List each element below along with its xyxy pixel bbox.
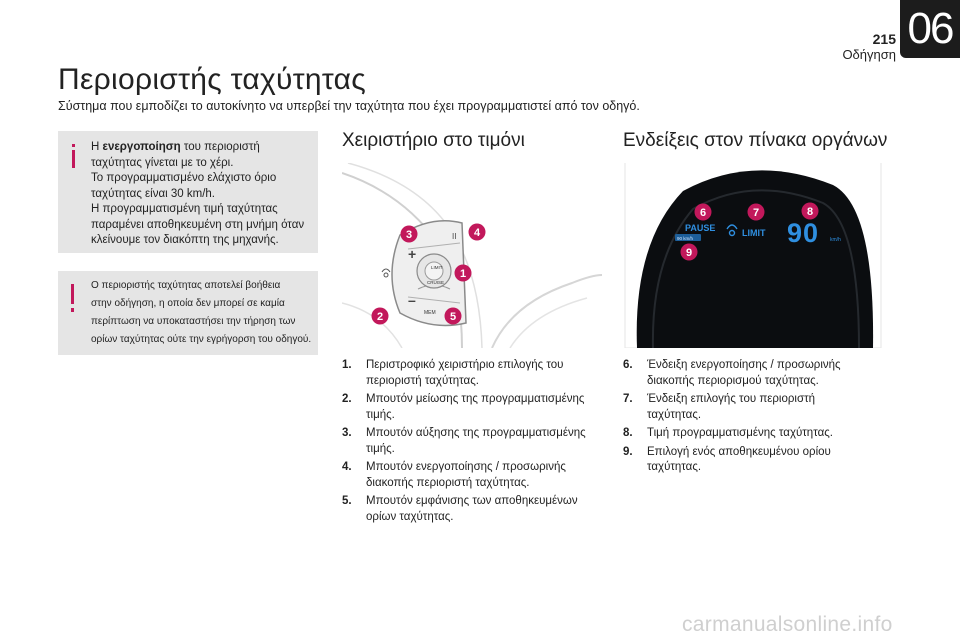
svg-text:5: 5 <box>450 311 456 323</box>
svg-text:6: 6 <box>700 207 706 219</box>
info-icon <box>67 144 79 168</box>
list-item-text: Περιστροφικό χειριστήριο επιλογής του <box>366 359 564 371</box>
info-text-bold: ενεργοποίηση <box>102 141 181 153</box>
plus-label: + <box>408 246 416 262</box>
list-item-number: 8. <box>623 427 633 439</box>
watermark: carmanualsonline.info <box>682 613 893 636</box>
list-item: 5. Μπουτόν εμφάνισης των αποθηκευμένων ο… <box>342 494 612 525</box>
info-box-line: ταχύτητας γίνεται με το χέρι. <box>91 156 234 169</box>
list-item-number: 7. <box>623 393 633 405</box>
list-item: 4. Μπουτόν ενεργοποίησης / προσωρινής δι… <box>342 460 612 491</box>
warning-box-line: Ο περιοριστής ταχύτητας αποτελεί βοήθεια <box>91 280 281 291</box>
callout-8: 8 <box>801 202 819 220</box>
instrument-indicators-list: 6. Ένδειξη ενεργοποίησης / προσωρινής δι… <box>623 358 893 479</box>
callout-9: 9 <box>680 243 698 261</box>
warning-box-line: ορίων ταχύτητας ούτε την εγρήγορση του ο… <box>91 334 312 345</box>
list-item: 2. Μπουτόν μείωσης της προγραμματισμένης… <box>342 392 612 423</box>
instrument-panel-heading: Ενδείξεις στον πίνακα οργάνων <box>623 130 888 151</box>
svg-text:3: 3 <box>406 229 412 241</box>
list-item-number: 4. <box>342 461 352 473</box>
callout-6: 6 <box>694 203 712 221</box>
callout-1: 1 <box>454 264 472 282</box>
speed-value: 90 <box>787 218 819 248</box>
list-item-text: διακοπής περιοριστή ταχύτητας. <box>366 476 530 489</box>
info-text-post: του περιοριστή <box>180 141 260 153</box>
list-item-number: 2. <box>342 393 352 405</box>
list-item-number: 1. <box>342 359 352 371</box>
list-item-text: Μπουτόν ενεργοποίησης / προσωρινής <box>366 461 566 473</box>
svg-text:4: 4 <box>474 227 481 239</box>
warning-box-text: Ο περιοριστής ταχύτητας αποτελεί βοήθεια… <box>91 277 312 349</box>
svg-text:7: 7 <box>753 207 759 219</box>
speed-unit: km/h <box>830 237 841 243</box>
list-item-text: Μπουτόν μείωσης της προγραμματισμένης <box>366 393 585 405</box>
warning-box: Ο περιοριστής ταχύτητας αποτελεί βοήθεια… <box>58 271 318 355</box>
page-subtitle: Σύστημα που εμποδίζει το αυτοκίνητο να υ… <box>58 99 640 113</box>
list-item: 8. Τιμή προγραμματισμένης ταχύτητας. <box>623 426 893 442</box>
svg-text:9: 9 <box>686 247 692 259</box>
list-item-text: Μπουτόν εμφάνισης των αποθηκευμένων <box>366 495 578 507</box>
steering-controls-heading: Χειριστήριο στο τιμόνι <box>342 130 525 151</box>
page-title: Περιοριστής ταχύτητας <box>58 63 367 96</box>
info-text-pre: Η <box>91 141 103 153</box>
steering-controls-list: 1. Περιστροφικό χειριστήριο επιλογής του… <box>342 358 612 528</box>
list-item-text: Ένδειξη ενεργοποίησης / προσωρινής <box>647 359 841 371</box>
minus-label: – <box>408 292 416 308</box>
list-item: 7. Ένδειξη επιλογής του περιοριστή ταχύτ… <box>623 392 893 423</box>
chapter-tab: 06 <box>900 0 960 58</box>
list-item-text: διακοπής περιορισμού ταχύτητας. <box>647 374 819 387</box>
list-item-text: ορίων ταχύτητας. <box>366 510 454 523</box>
list-item-text: ταχύτητας. <box>647 461 702 473</box>
callout-3: 3 <box>400 225 418 243</box>
info-box-line: Η ενεργοποίηση του περιοριστή <box>91 140 310 156</box>
instrument-cluster-illustration: PAUSE 90 km/h LIMIT 90 km/h 6 7 8 9 <box>623 163 883 348</box>
svg-text:2: 2 <box>377 311 383 323</box>
info-box-line: Η προγραμματισμένη τιμή ταχύτητας <box>91 203 278 215</box>
list-item-number: 3. <box>342 427 352 439</box>
list-item-text: ταχύτητας. <box>647 408 702 421</box>
callout-7: 7 <box>747 203 765 221</box>
info-box-line: παραμένει αποθηκευμένη στη μνήμη όταν <box>91 218 305 231</box>
list-item-number: 5. <box>342 495 352 507</box>
steering-wheel-illustration: + – II LIMIT CRUISE MEM 2 3 4 5 1 <box>342 163 602 348</box>
page-number: 215 <box>872 31 896 47</box>
limit-label: LIMIT <box>431 265 443 270</box>
mem-label: MEM <box>424 310 436 316</box>
stored-limit-tag <box>675 234 701 241</box>
callout-5: 5 <box>444 307 462 325</box>
svg-text:8: 8 <box>807 206 813 218</box>
callout-4: 4 <box>468 223 486 241</box>
list-item-number: 9. <box>623 445 633 458</box>
list-item: 6. Ένδειξη ενεργοποίησης / προσωρινής δι… <box>623 358 893 389</box>
list-item-text: Μπουτόν αύξησης της προγραμματισμένης <box>366 427 586 439</box>
svg-text:1: 1 <box>460 268 466 280</box>
pause-indicator: PAUSE <box>685 223 715 233</box>
warning-icon <box>70 284 76 314</box>
list-item: 9. Επιλογή ενός αποθηκευμένου ορίου ταχύ… <box>623 445 893 476</box>
list-item-text: Επιλογή ενός αποθηκευμένου ορίου <box>647 445 831 458</box>
list-item: 3. Μπουτόν αύξησης της προγραμματισμένης… <box>342 426 612 457</box>
list-item-number: 6. <box>623 359 633 371</box>
list-item-text: Ένδειξη επιλογής του περιοριστή <box>647 393 816 405</box>
list-item: 1. Περιστροφικό χειριστήριο επιλογής του… <box>342 358 612 389</box>
section-name: Οδήγηση <box>842 47 896 62</box>
limiter-icon <box>726 224 738 237</box>
cruise-label: CRUISE <box>427 280 444 285</box>
warning-box-line: στην οδήγηση, η οποία δεν μπορεί σε καμί… <box>91 298 285 309</box>
info-box: Η ενεργοποίηση του περιοριστή ταχύτητας … <box>58 131 318 253</box>
callout-2: 2 <box>371 307 389 325</box>
list-item-text: περιοριστή ταχύτητας. <box>366 374 479 387</box>
limit-indicator: LIMIT <box>742 228 766 238</box>
info-box-line: κλείνουμε τον διακόπτη της μηχανής. <box>91 234 279 246</box>
pause-symbol-label: II <box>452 232 456 241</box>
list-item-text: τιμής. <box>366 442 395 455</box>
info-box-text: Η ενεργοποίηση του περιοριστή ταχύτητας … <box>91 140 310 249</box>
list-item-text: Τιμή προγραμματισμένης ταχύτητας. <box>647 427 833 439</box>
info-box-line: Το προγραμματισμένο ελάχιστο όριο <box>91 172 277 184</box>
stored-limit-tag-text: 90 km/h <box>677 236 694 241</box>
list-item-text: τιμής. <box>366 408 395 421</box>
warning-box-line: περίπτωση να υποκαταστήσει την τήρηση τω… <box>91 316 296 327</box>
info-box-line: ταχύτητας είναι 30 km/h. <box>91 187 215 200</box>
